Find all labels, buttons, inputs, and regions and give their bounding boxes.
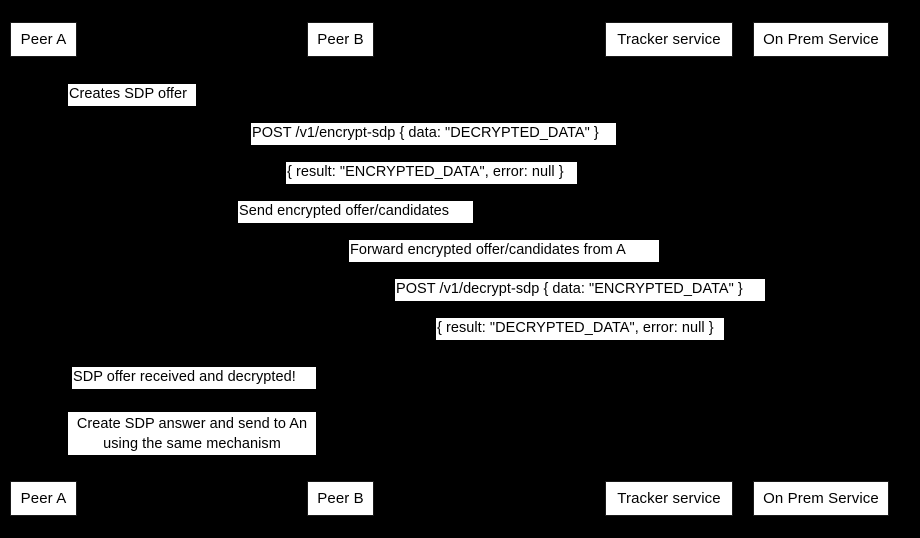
participant-label: Peer B [317, 490, 364, 507]
message-label-post-encrypt-sdp: POST /v1/encrypt-sdp { data: "DECRYPTED_… [251, 123, 616, 145]
message-label-forward-encrypted-offer: Forward encrypted offer/candidates from … [349, 240, 659, 262]
message-label-line-2: using the same mechanism [103, 436, 281, 452]
message-label-line-1: Create SDP answer and send to An [76, 416, 308, 432]
participant-label: Peer B [317, 31, 364, 48]
arrow-m5 [340, 229, 669, 230]
message-label-create-sdp-answer: Create SDP answer and send to An using t… [68, 412, 316, 455]
arrow-m4 [43, 190, 669, 191]
lifeline-peer-b [340, 57, 341, 481]
participant-label: On Prem Service [763, 31, 879, 48]
participant-tracker-service-top[interactable]: Tracker service [605, 22, 733, 57]
participant-label: Peer A [20, 31, 67, 48]
message-label-post-decrypt-sdp: POST /v1/decrypt-sdp { data: "ENCRYPTED_… [395, 279, 765, 301]
message-label-decrypt-sdp-result: { result: "DECRYPTED_DATA", error: null … [436, 318, 724, 340]
message-label-encrypt-sdp-result: { result: "ENCRYPTED_DATA", error: null … [286, 162, 577, 184]
lifeline-tracker-service [669, 57, 670, 481]
lifeline-on-prem-service [821, 57, 822, 481]
participant-label: Tracker service [617, 490, 721, 507]
participant-label: Tracker service [617, 31, 721, 48]
message-label-sdp-offer-received: SDP offer received and decrypted! [72, 367, 316, 389]
participant-on-prem-service-bottom[interactable]: On Prem Service [753, 481, 889, 516]
arrow-m3 [43, 151, 821, 152]
arrow-m2 [43, 112, 821, 113]
arrow-m6 [340, 268, 821, 269]
participant-on-prem-service-top[interactable]: On Prem Service [753, 22, 889, 57]
participant-peer-a-bottom[interactable]: Peer A [10, 481, 77, 516]
participant-peer-b-top[interactable]: Peer B [307, 22, 374, 57]
participant-label: On Prem Service [763, 490, 879, 507]
arrow-m7 [340, 307, 821, 308]
lifeline-peer-a [43, 57, 44, 481]
message-label-creates-sdp-offer: Creates SDP offer [68, 84, 196, 106]
participant-label: Peer A [20, 490, 67, 507]
message-label-send-encrypted-offer: Send encrypted offer/candidates [238, 201, 473, 223]
participant-peer-a-top[interactable]: Peer A [10, 22, 77, 57]
participant-tracker-service-bottom[interactable]: Tracker service [605, 481, 733, 516]
participant-peer-b-bottom[interactable]: Peer B [307, 481, 374, 516]
